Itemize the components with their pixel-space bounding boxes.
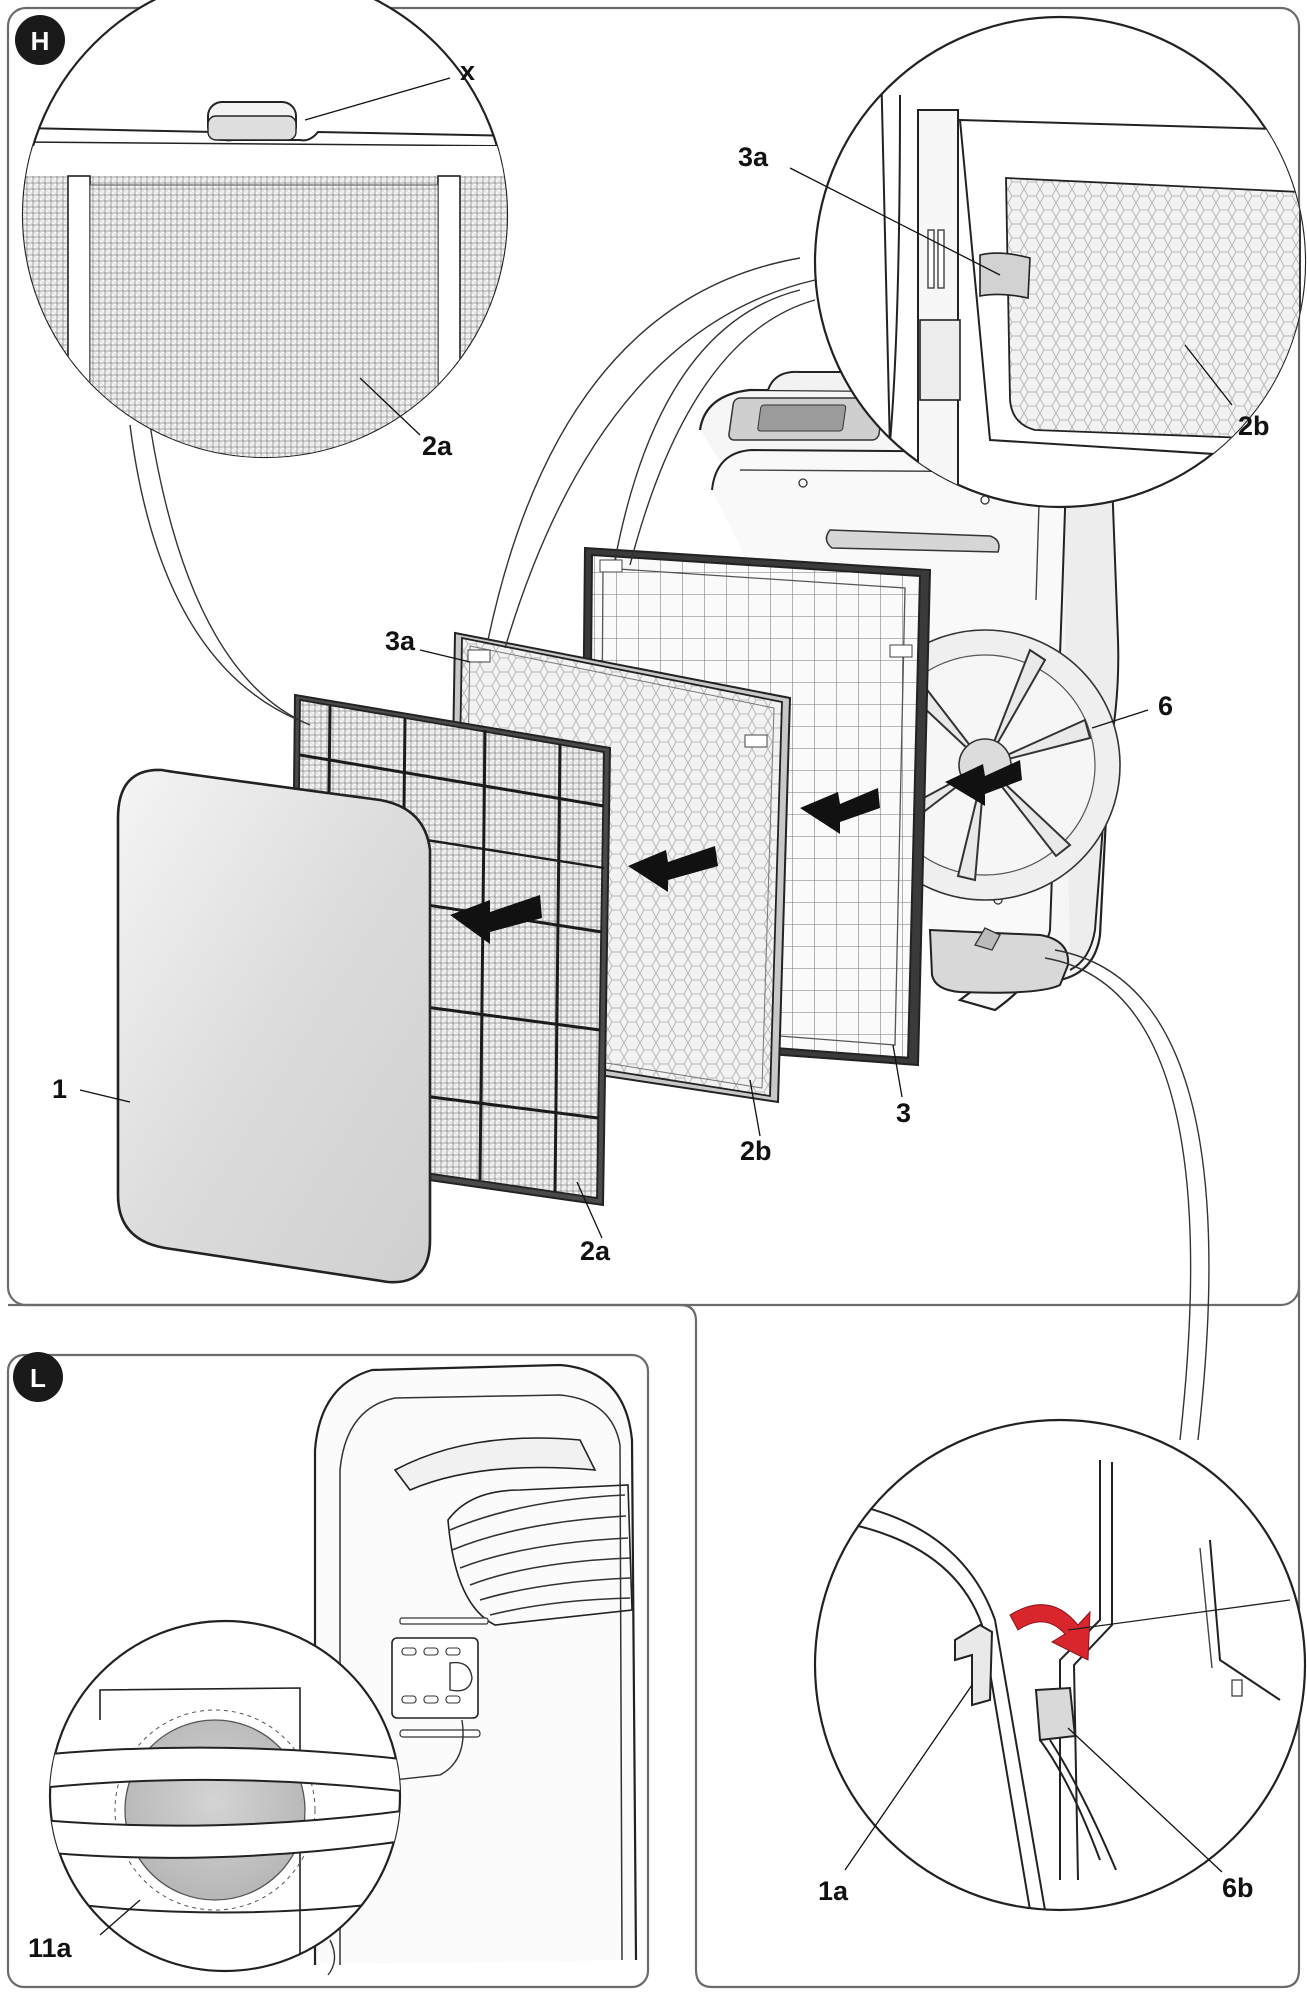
label-2a-filter: 2a — [580, 1236, 611, 1266]
leader-lines — [79, 77, 1233, 1936]
label-3: 3 — [896, 1098, 911, 1128]
badge-l-text: L — [30, 1363, 46, 1393]
label-x: x — [460, 56, 475, 86]
badge-h: H — [15, 15, 65, 65]
inset-3a-detail — [813, 15, 1307, 509]
arrow-2a — [450, 895, 542, 944]
rotate-arrow — [1009, 1604, 1091, 1661]
front-cover-1 — [116, 768, 432, 1284]
label-1a: 1a — [818, 1876, 849, 1906]
inset-11a-detail — [48, 1619, 402, 1973]
arrow-3 — [800, 788, 880, 834]
label-3a-filter: 3a — [385, 626, 416, 656]
arrow-unit — [945, 760, 1022, 806]
label-2a-inset: 2a — [422, 431, 453, 461]
arrow-2b — [628, 846, 718, 892]
part-labels: x 2a 3a 2b 3a 6 1 3 2b 2a 1a 6b 11a — [28, 56, 1270, 1963]
label-1: 1 — [52, 1074, 67, 1104]
label-3a-inset: 3a — [738, 142, 769, 172]
label-11a: 11a — [28, 1933, 73, 1963]
badge-h-text: H — [31, 26, 50, 56]
label-2b-filter: 2b — [740, 1136, 772, 1166]
label-6: 6 — [1158, 691, 1173, 721]
panel-h-extension-frame — [8, 1280, 1301, 1989]
label-2b-inset: 2b — [1238, 411, 1270, 441]
label-6b: 6b — [1222, 1873, 1254, 1903]
callout-curves — [129, 257, 1210, 1441]
insertion-arrows — [450, 760, 1022, 944]
badge-l: L — [13, 1352, 63, 1402]
inset-hinge-detail — [813, 1418, 1307, 1912]
